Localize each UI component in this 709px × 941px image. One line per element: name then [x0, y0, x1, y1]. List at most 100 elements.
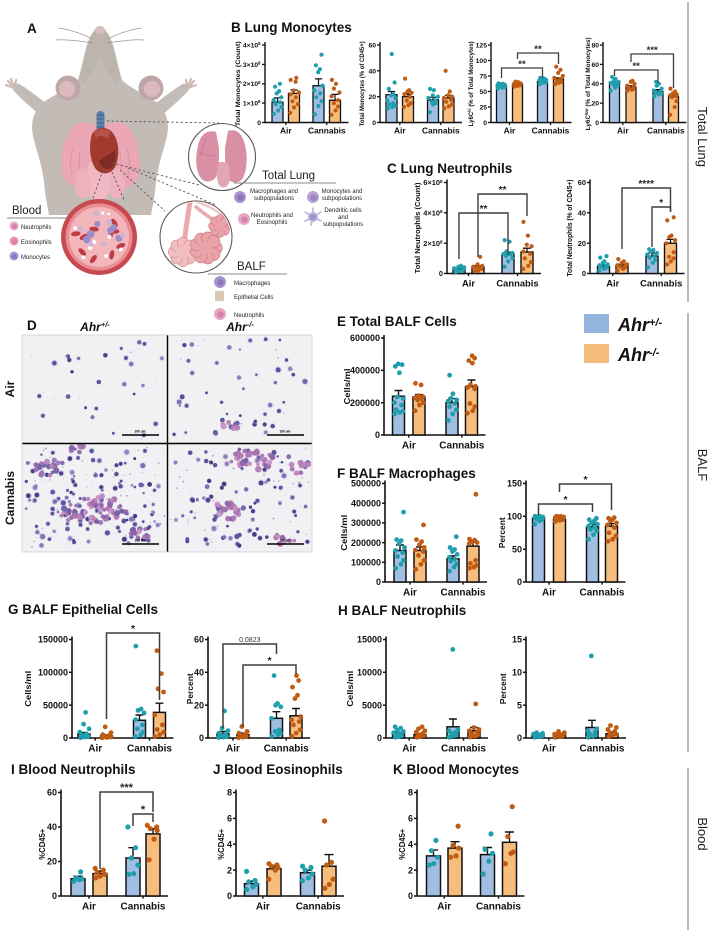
svg-text:10: 10 [512, 668, 522, 678]
svg-text:Cannabis: Cannabis [3, 471, 17, 525]
svg-text:Air: Air [606, 278, 619, 289]
svg-text:Blood: Blood [12, 205, 41, 217]
svg-text:0: 0 [63, 733, 68, 743]
svg-text:20: 20 [368, 94, 376, 101]
svg-text:100 um: 100 um [135, 539, 146, 543]
svg-text:50000: 50000 [43, 700, 68, 710]
svg-text:Cannabis: Cannabis [120, 902, 165, 913]
svg-text:Cannabis: Cannabis [441, 744, 486, 755]
svg-text:Eosinophils: Eosinophils [21, 240, 52, 246]
svg-text:Cannabis: Cannabis [422, 126, 460, 136]
svg-text:F BALF Macrophages: F BALF Macrophages [337, 466, 476, 481]
svg-text:Epithelial Cells: Epithelial Cells [234, 295, 273, 301]
svg-text:Dendritic cells: Dendritic cells [324, 208, 361, 214]
svg-text:Total Lung: Total Lung [262, 170, 315, 182]
svg-text:20: 20 [578, 239, 586, 248]
svg-text:0: 0 [257, 120, 261, 127]
svg-text:Cannabis: Cannabis [647, 126, 685, 136]
svg-text:Monocytes and: Monocytes and [322, 189, 363, 195]
svg-text:0: 0 [199, 733, 204, 743]
svg-text:Total Neutrophils (% of CD45+): Total Neutrophils (% of CD45+) [565, 179, 574, 276]
svg-text:Ly6Clow (% of Total Monocytes): Ly6Clow (% of Total Monocytes) [584, 37, 592, 130]
svg-text:2: 2 [227, 865, 232, 875]
svg-text:400000: 400000 [351, 498, 381, 508]
svg-text:20: 20 [47, 857, 57, 867]
svg-text:Cannabis: Cannabis [264, 744, 309, 755]
svg-text:Air: Air [437, 902, 451, 913]
svg-text:200000: 200000 [350, 398, 380, 408]
svg-text:*: * [131, 623, 136, 635]
svg-text:5000: 5000 [362, 700, 382, 710]
svg-text:50: 50 [479, 89, 487, 96]
svg-text:150: 150 [507, 479, 522, 489]
svg-text:2×108: 2×108 [423, 239, 443, 248]
svg-text:8: 8 [227, 788, 232, 798]
svg-text:Cannabis: Cannabis [579, 588, 624, 599]
svg-text:K Blood Monocytes: K Blood Monocytes [393, 762, 519, 777]
svg-text:60: 60 [578, 178, 586, 187]
svg-text:****: **** [638, 179, 654, 190]
svg-text:I Blood Neutrophils: I Blood Neutrophils [11, 762, 136, 777]
svg-text:J Blood Eosinophils: J Blood Eosinophils [213, 762, 343, 777]
svg-text:Air: Air [504, 126, 516, 136]
svg-text:40: 40 [194, 668, 204, 678]
svg-text:6: 6 [408, 814, 413, 824]
svg-text:100 um: 100 um [280, 430, 291, 434]
svg-text:25: 25 [479, 104, 487, 111]
svg-text:E Total BALF Cells: E Total BALF Cells [337, 314, 457, 329]
svg-text:8: 8 [408, 788, 413, 798]
svg-text:Cannabis: Cannabis [579, 744, 624, 755]
svg-text:***: *** [120, 782, 134, 794]
svg-text:15000: 15000 [357, 635, 382, 645]
svg-text:200000: 200000 [351, 538, 381, 548]
svg-text:**: ** [534, 44, 542, 55]
svg-text:2: 2 [408, 865, 413, 875]
svg-text:Cannabis: Cannabis [496, 278, 538, 289]
svg-text:Macrophages: Macrophages [234, 281, 270, 287]
svg-text:H BALF Neutrophils: H BALF Neutrophils [338, 603, 466, 618]
svg-text:Cells/ml: Cells/ml [23, 671, 33, 707]
svg-text:Percent: Percent [498, 673, 508, 704]
svg-text:Cannabis: Cannabis [308, 126, 346, 136]
svg-text:Air: Air [542, 588, 556, 599]
svg-text:Neutrophils: Neutrophils [234, 313, 264, 319]
svg-text:%CD45+: %CD45+ [397, 829, 407, 860]
svg-text:100 um: 100 um [280, 539, 291, 543]
svg-text:5: 5 [517, 700, 522, 710]
svg-text:Air: Air [462, 278, 475, 289]
svg-text:%CD45+: %CD45+ [37, 829, 47, 860]
svg-text:0: 0 [483, 120, 487, 127]
svg-text:subpopulations: subpopulations [322, 196, 362, 202]
svg-text:40: 40 [47, 822, 57, 832]
svg-text:*: * [659, 198, 663, 209]
svg-text:Ly6Chi (% of Total Monocytes): Ly6Chi (% of Total Monocytes) [467, 41, 475, 126]
svg-text:*: * [141, 804, 146, 816]
svg-text:Percent: Percent [497, 517, 507, 548]
svg-text:100: 100 [507, 512, 522, 522]
svg-text:BALF: BALF [695, 449, 709, 482]
svg-text:60: 60 [591, 62, 599, 69]
svg-text:Air: Air [403, 588, 417, 599]
svg-text:0: 0 [227, 891, 232, 901]
svg-text:Total Monocytes (% of CD45+): Total Monocytes (% of CD45+) [359, 41, 366, 126]
svg-text:Cells/ml: Cells/ml [342, 369, 352, 405]
svg-text:50: 50 [512, 544, 522, 554]
svg-text:0: 0 [372, 120, 376, 127]
svg-text:A: A [27, 21, 37, 36]
svg-text:C Lung Neutrophils: C Lung Neutrophils [387, 161, 512, 176]
svg-text:Cannabis: Cannabis [439, 441, 484, 452]
svg-text:20: 20 [194, 700, 204, 710]
svg-text:Total Monocytes (Count): Total Monocytes (Count) [235, 41, 242, 126]
svg-text:Cannabis: Cannabis [476, 902, 521, 913]
svg-text:Blood: Blood [695, 817, 709, 850]
svg-text:60: 60 [368, 42, 376, 49]
svg-text:40: 40 [578, 209, 586, 218]
svg-text:Eosinophils: Eosinophils [257, 220, 288, 226]
svg-text:Air: Air [3, 380, 17, 397]
svg-text:Air: Air [402, 744, 416, 755]
svg-text:**: ** [499, 185, 507, 196]
svg-text:4×108: 4×108 [423, 209, 443, 218]
svg-text:2×108: 2×108 [243, 80, 261, 88]
svg-text:6: 6 [227, 814, 232, 824]
svg-text:10000: 10000 [357, 668, 382, 678]
